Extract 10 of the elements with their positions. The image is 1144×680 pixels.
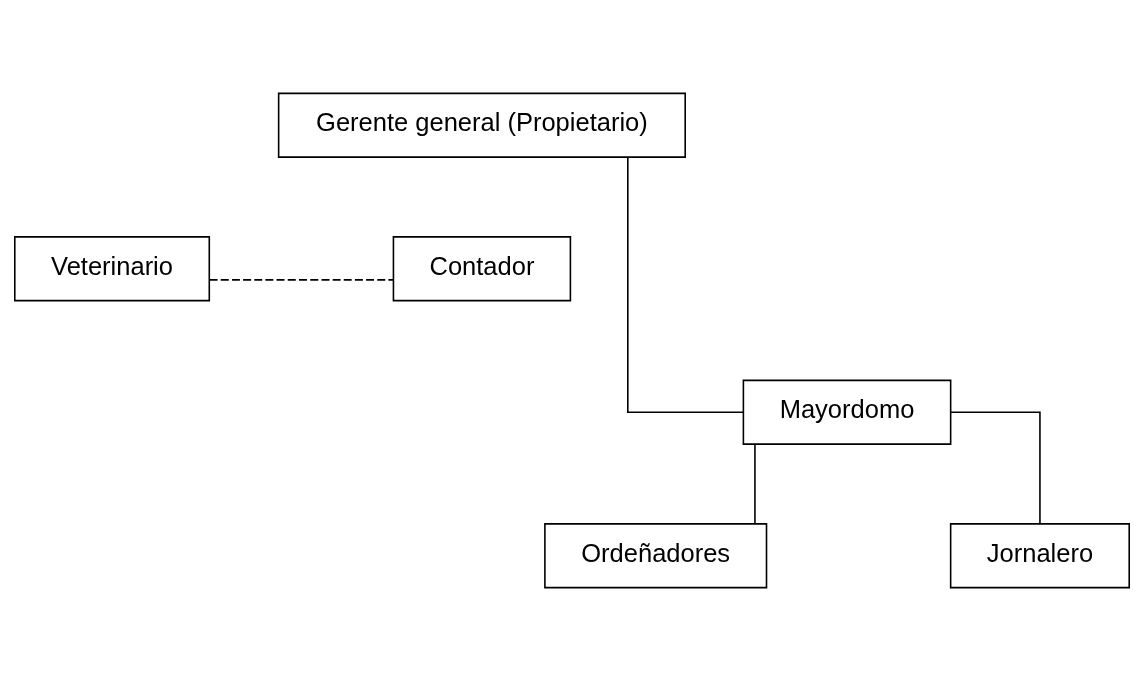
connector [627,156,744,413]
node-box: Veterinario [14,235,211,301]
connector [950,410,1041,524]
node-box: Jornalero [949,522,1130,588]
connector [754,443,756,525]
node-box: Ordeñadores [544,522,768,588]
node-box: Gerente general (Propietario) [277,92,686,158]
node-box: Contador [392,235,572,301]
connector [208,278,394,281]
node-box: Mayordomo [742,379,952,445]
